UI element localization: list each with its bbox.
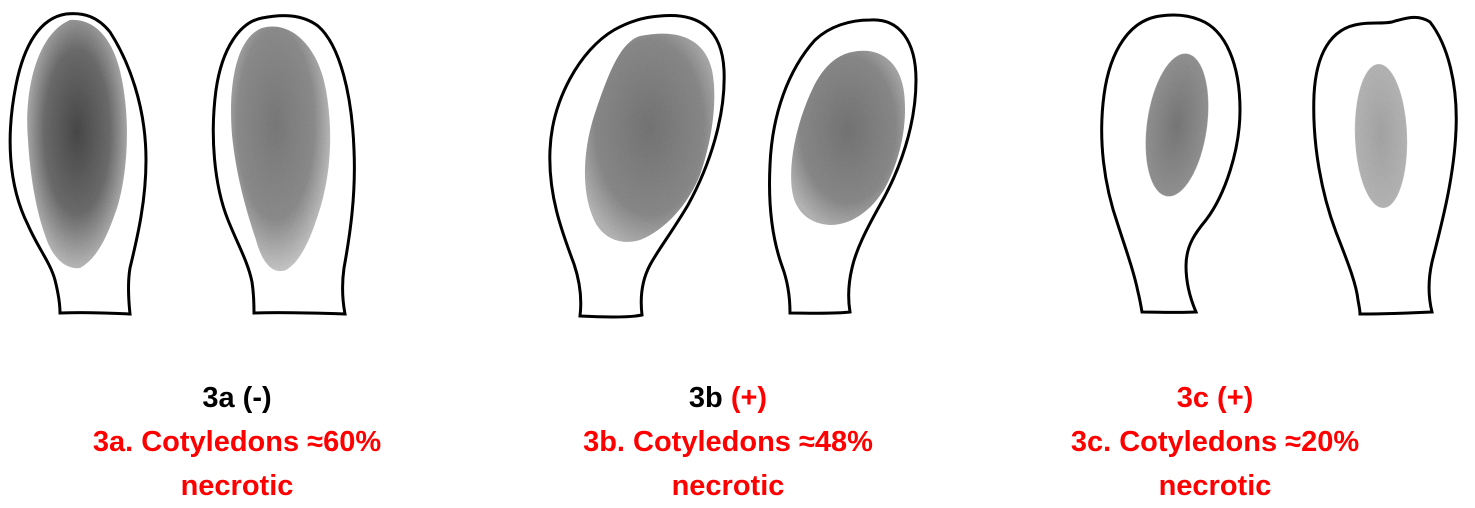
cotyledon-3c-left bbox=[1102, 15, 1240, 312]
label-code: 3a bbox=[202, 382, 234, 414]
label-sign: (+) bbox=[731, 382, 767, 414]
description-line1: 3b. Cotyledons ≈48% bbox=[518, 420, 938, 464]
cotyledon-3c-right bbox=[1314, 17, 1457, 314]
panel-3b-drawings bbox=[550, 15, 916, 317]
caption-3b: 3b (+) 3b. Cotyledons ≈48% necrotic bbox=[518, 376, 938, 508]
description-line2: necrotic bbox=[518, 464, 938, 508]
description-line1: 3c. Cotyledons ≈20% bbox=[1005, 420, 1425, 464]
necrotic-area bbox=[27, 20, 127, 268]
caption-3a: 3a (-) 3a. Cotyledons ≈60% necrotic bbox=[27, 376, 447, 508]
label-code: 3b bbox=[689, 382, 723, 414]
panel-3a-drawings bbox=[10, 14, 354, 314]
necrotic-area bbox=[791, 51, 905, 225]
caption-3c: 3c (+) 3c. Cotyledons ≈20% necrotic bbox=[1005, 376, 1425, 508]
panel-3c-drawings bbox=[1102, 15, 1457, 314]
cotyledon-3a-right bbox=[213, 16, 354, 314]
cotyledon-drawings bbox=[0, 0, 1475, 330]
description-line1: 3a. Cotyledons ≈60% bbox=[27, 420, 447, 464]
necrotic-area bbox=[1353, 63, 1410, 209]
caption-3a-title: 3a (-) bbox=[27, 376, 447, 420]
label-sign: (+) bbox=[1217, 382, 1253, 414]
label-sign: (-) bbox=[243, 382, 272, 414]
label-code: 3c bbox=[1177, 382, 1209, 414]
necrotic-area bbox=[585, 34, 714, 242]
cotyledon-3b-right bbox=[770, 20, 917, 313]
necrotic-area bbox=[231, 27, 330, 272]
cotyledon-3b-left bbox=[550, 15, 724, 317]
description-line2: necrotic bbox=[27, 464, 447, 508]
necrotic-area bbox=[1137, 50, 1216, 201]
description-line2: necrotic bbox=[1005, 464, 1425, 508]
caption-3b-title: 3b (+) bbox=[518, 376, 938, 420]
cotyledon-3a-left bbox=[10, 14, 146, 314]
caption-3c-title: 3c (+) bbox=[1005, 376, 1425, 420]
